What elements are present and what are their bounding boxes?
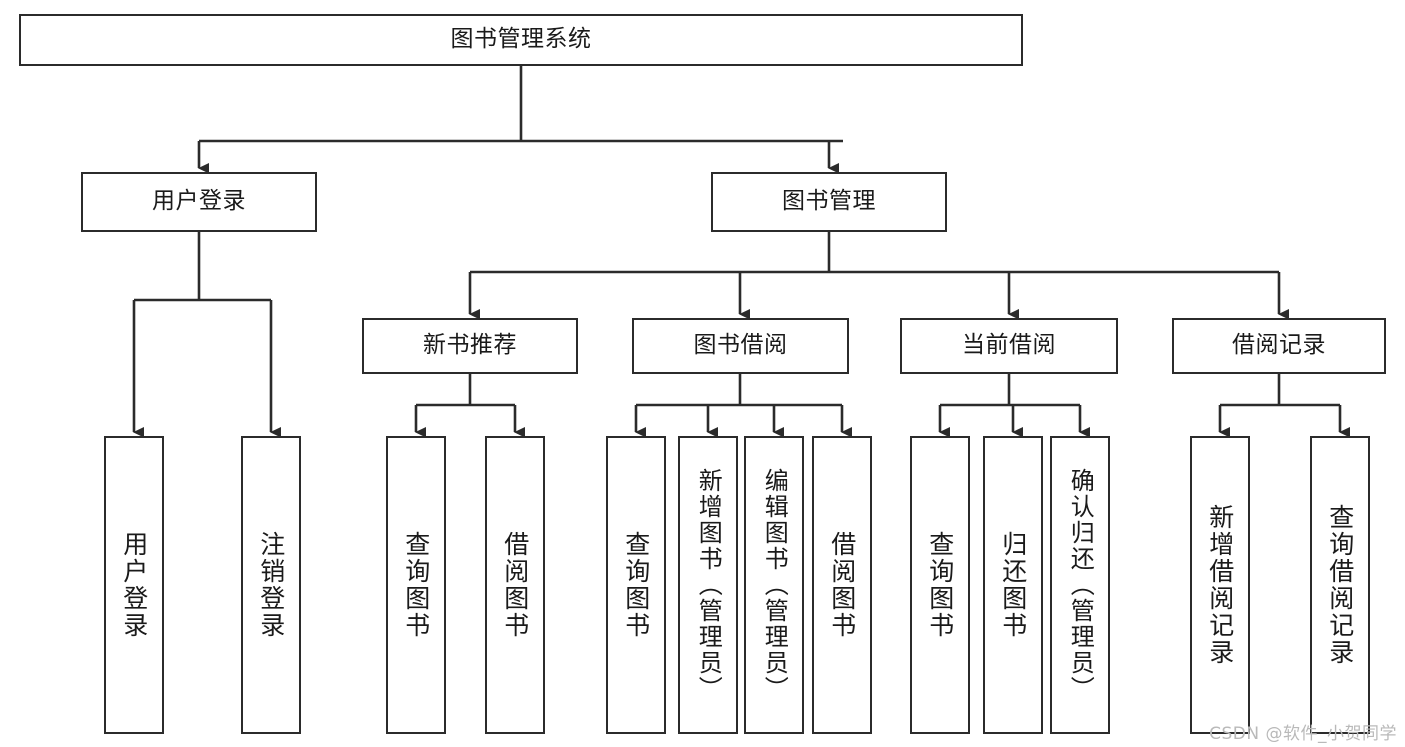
leaf-edit-book-admin[interactable]: 编辑图书（管理员） (744, 436, 804, 734)
node-current-borrow[interactable]: 当前借阅 (900, 318, 1118, 374)
node-book-borrow-label: 图书借阅 (693, 332, 788, 359)
node-current-borrow-label: 当前借阅 (962, 332, 1056, 359)
node-book-management[interactable]: 图书管理 (711, 172, 947, 232)
leaf-query-book-current-label: 查询图书 (925, 531, 955, 639)
leaf-add-book-admin-label: 新增图书（管理员） (694, 468, 723, 702)
leaf-confirm-return-admin[interactable]: 确认归还（管理员） (1050, 436, 1110, 734)
leaf-query-borrow-record-label: 查询借阅记录 (1325, 504, 1355, 666)
node-user-login-label: 用户登录 (152, 188, 246, 215)
leaf-query-book-recommend[interactable]: 查询图书 (386, 436, 446, 734)
leaf-logout-label: 注销登录 (256, 531, 286, 639)
node-book-borrow[interactable]: 图书借阅 (632, 318, 849, 374)
node-borrow-records-label: 借阅记录 (1232, 332, 1326, 359)
leaf-add-book-admin[interactable]: 新增图书（管理员） (678, 436, 738, 734)
leaf-query-book-current[interactable]: 查询图书 (910, 436, 970, 734)
leaf-confirm-return-admin-label: 确认归还（管理员） (1066, 468, 1095, 702)
leaf-return-book[interactable]: 归还图书 (983, 436, 1043, 734)
leaf-add-borrow-record-label: 新增借阅记录 (1205, 504, 1235, 666)
watermark-text: CSDN @软件_小贺同学 (1209, 724, 1397, 744)
leaf-borrow-book-recommend-label: 借阅图书 (500, 531, 530, 639)
leaf-query-borrow-record[interactable]: 查询借阅记录 (1310, 436, 1370, 734)
node-user-login[interactable]: 用户登录 (81, 172, 317, 232)
leaf-query-book-recommend-label: 查询图书 (401, 531, 431, 639)
leaf-user-login-label: 用户登录 (119, 531, 149, 639)
node-root[interactable]: 图书管理系统 (19, 14, 1023, 66)
leaf-query-book-borrow-label: 查询图书 (621, 531, 651, 639)
leaf-borrow-book-label: 借阅图书 (827, 531, 857, 639)
node-root-label: 图书管理系统 (450, 26, 592, 53)
node-new-book-recommend-label: 新书推荐 (423, 332, 517, 359)
leaf-return-book-label: 归还图书 (998, 531, 1028, 639)
leaf-borrow-book-recommend[interactable]: 借阅图书 (485, 436, 545, 734)
leaf-logout[interactable]: 注销登录 (241, 436, 301, 734)
leaf-add-borrow-record[interactable]: 新增借阅记录 (1190, 436, 1250, 734)
node-book-management-label: 图书管理 (782, 188, 876, 215)
node-new-book-recommend[interactable]: 新书推荐 (362, 318, 578, 374)
leaf-borrow-book[interactable]: 借阅图书 (812, 436, 872, 734)
leaf-edit-book-admin-label: 编辑图书（管理员） (760, 468, 789, 702)
leaf-query-book-borrow[interactable]: 查询图书 (606, 436, 666, 734)
leaf-user-login[interactable]: 用户登录 (104, 436, 164, 734)
node-borrow-records[interactable]: 借阅记录 (1172, 318, 1386, 374)
